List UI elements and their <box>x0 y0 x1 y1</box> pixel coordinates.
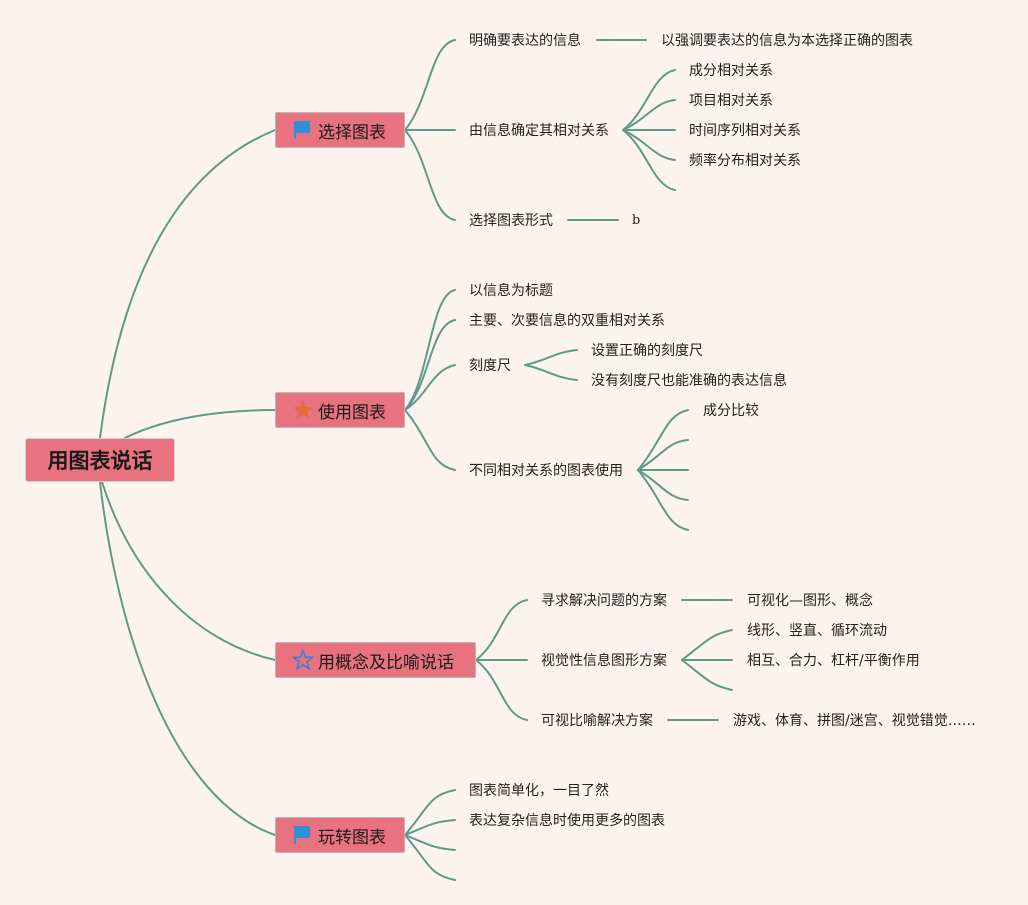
edge-b4-to-c4 <box>404 834 456 881</box>
edge-b2-to-c3 <box>404 364 456 411</box>
star-outline-icon <box>292 649 314 671</box>
topic-node[interactable]: 以强调要表达的信息为本选择正确的图表 <box>661 33 913 49</box>
topic-node[interactable]: 明确要表达的信息 <box>469 33 581 49</box>
topic-node[interactable]: 频率分布相对关系 <box>689 153 801 169</box>
topic-node[interactable]: 主要、次要信息的双重相对关系 <box>469 313 665 329</box>
branch-label: 玩转图表 <box>318 827 386 848</box>
branch-label: 使用图表 <box>318 402 386 423</box>
edge-b2c4-to-leaf-5 <box>637 469 689 531</box>
topic-node[interactable]: 图表简单化，一目了然 <box>469 783 609 799</box>
topic-node[interactable]: 成分比较 <box>703 403 759 419</box>
edge-b2c4-to-leaf-1 <box>637 409 689 471</box>
topic-node[interactable]: 时间序列相对关系 <box>689 123 801 139</box>
topic-node[interactable]: 以信息为标题 <box>469 283 553 299</box>
edge-b2-to-c4 <box>404 409 456 471</box>
flag-icon <box>292 824 314 846</box>
edge-b3c2-to-leaf-3 <box>681 659 733 691</box>
topic-node[interactable]: 相互、合力、杠杆/平衡作用 <box>747 653 920 669</box>
branch-label: 选择图表 <box>318 122 386 143</box>
branch-use-chart[interactable]: 使用图表 <box>275 392 405 428</box>
topic-node[interactable]: 由信息确定其相对关系 <box>469 123 609 139</box>
root-node[interactable]: 用图表说话 <box>25 438 175 482</box>
edge-root-to-branch-3 <box>101 481 276 661</box>
edge-b1c2-to-leaf-5 <box>622 129 676 191</box>
edge-b2c4-to-leaf-4 <box>637 469 689 501</box>
topic-node[interactable]: 可视化—图形、概念 <box>747 593 873 609</box>
edge-b4-to-c1 <box>404 789 456 836</box>
edge-b3-to-c1 <box>475 599 528 661</box>
topic-node[interactable]: 线形、竖直、循环流动 <box>747 623 887 639</box>
topic-node[interactable]: 可视比喻解决方案 <box>541 713 653 729</box>
topic-node[interactable]: b <box>632 212 641 228</box>
branch-play-chart[interactable]: 玩转图表 <box>275 817 405 853</box>
edge-b4-to-c2 <box>404 819 456 836</box>
flag-icon <box>292 119 314 141</box>
edge-b1c2-to-leaf-1 <box>622 69 676 131</box>
edge-b4-to-c3 <box>404 834 456 851</box>
edge-b2-to-c2 <box>404 319 456 411</box>
edge-b3-to-c3 <box>475 659 528 721</box>
edge-root-to-branch-1 <box>99 129 276 439</box>
branch-label: 用概念及比喻说话 <box>318 652 454 673</box>
topic-node[interactable]: 成分相对关系 <box>689 63 773 79</box>
edge-b3c2-to-leaf-1 <box>681 629 733 661</box>
star-icon <box>292 399 314 421</box>
edge-b2c3-to-leaf-2 <box>524 364 578 381</box>
topic-node[interactable]: 项目相对关系 <box>689 93 773 109</box>
topic-node[interactable]: 表达复杂信息时使用更多的图表 <box>469 813 665 829</box>
topic-node[interactable]: 选择图表形式 <box>469 213 553 229</box>
edge-b1-to-c3 <box>404 129 456 221</box>
edge-b2c4-to-leaf-2 <box>637 439 689 471</box>
edge-b1c2-to-leaf-4 <box>622 129 676 161</box>
topic-node[interactable]: 设置正确的刻度尺 <box>591 343 703 359</box>
topic-node[interactable]: 游戏、体育、拼图/迷宫、视觉错觉…… <box>733 713 976 729</box>
branch-concept-metaphor[interactable]: 用概念及比喻说话 <box>275 642 476 678</box>
edge-b1-to-c1 <box>404 39 456 131</box>
topic-node[interactable]: 没有刻度尺也能准确的表达信息 <box>591 373 787 389</box>
edge-b2c3-to-leaf-1 <box>524 349 578 366</box>
edge-b2-to-c1 <box>404 289 456 411</box>
branch-select-chart[interactable]: 选择图表 <box>275 112 405 148</box>
edge-b1c2-to-leaf-2 <box>622 99 676 131</box>
topic-node[interactable]: 寻求解决问题的方案 <box>541 593 667 609</box>
topic-node[interactable]: 刻度尺 <box>469 358 511 374</box>
edge-root-to-branch-2 <box>124 409 276 439</box>
topic-node[interactable]: 不同相对关系的图表使用 <box>469 463 623 479</box>
edge-root-to-branch-4 <box>99 481 276 836</box>
topic-node[interactable]: 视觉性信息图形方案 <box>541 653 667 669</box>
